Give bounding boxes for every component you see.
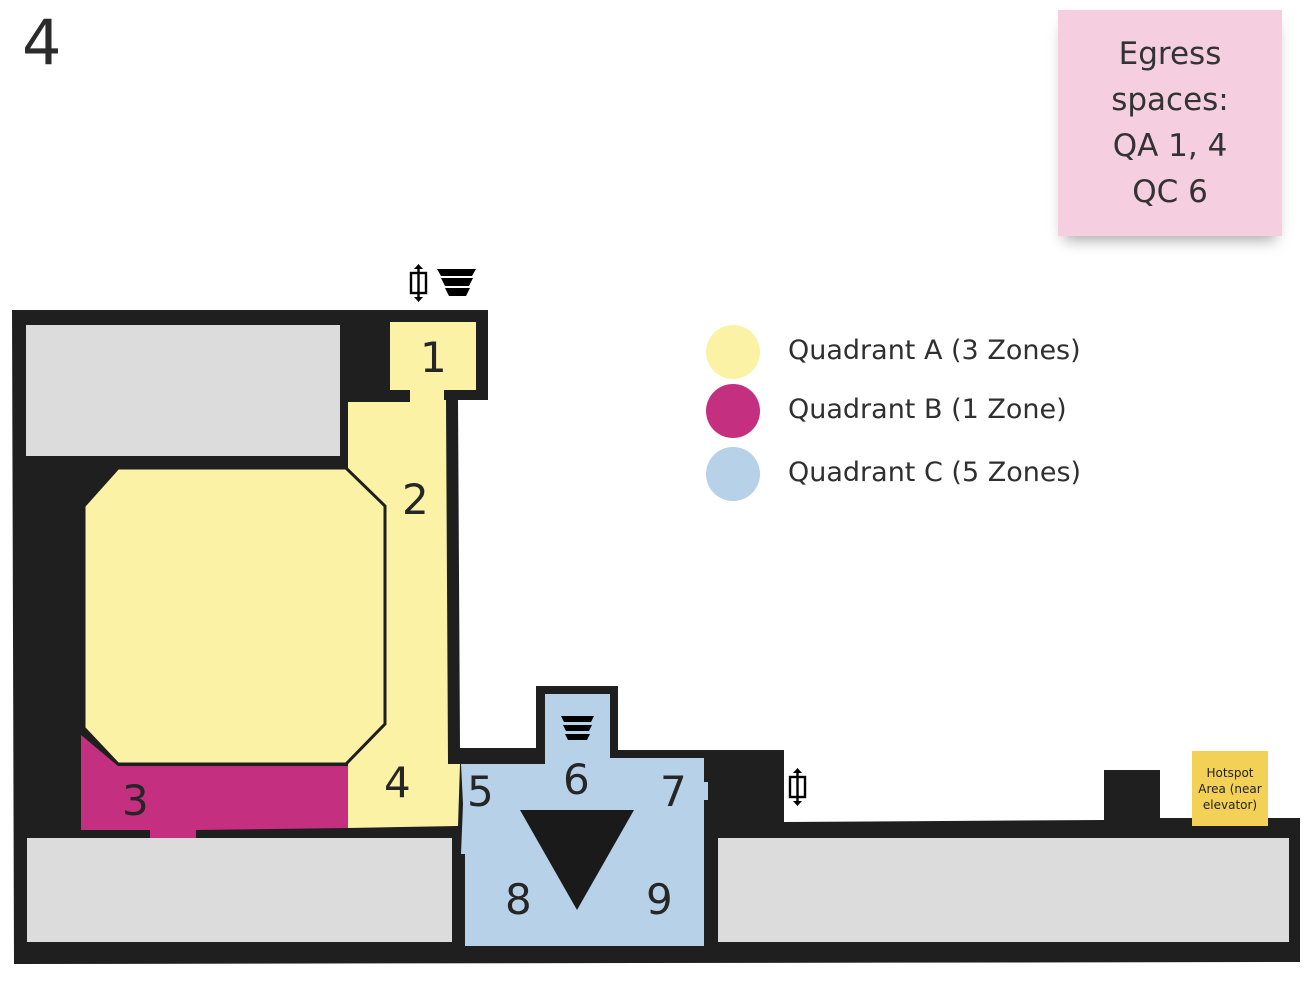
elevator-icon bbox=[788, 768, 807, 806]
legend-swatch bbox=[706, 384, 760, 438]
room-bottom-right bbox=[718, 838, 1289, 942]
egress-note-line: Egress bbox=[1118, 36, 1222, 72]
legend-item-quadrant-c: Quadrant C (5 Zones) bbox=[706, 447, 1126, 501]
stairs-icon bbox=[561, 716, 594, 740]
legend-swatch bbox=[706, 447, 760, 501]
hotspot-line: elevator) bbox=[1202, 797, 1258, 812]
room-top-left bbox=[26, 325, 340, 456]
legend-label: Quadrant A (3 Zones) bbox=[788, 335, 1081, 366]
legend-label: Quadrant B (1 Zone) bbox=[788, 394, 1067, 425]
zone-3-area bbox=[81, 735, 348, 838]
zone-8-label: 8 bbox=[505, 875, 532, 924]
zone-1-label: 1 bbox=[420, 333, 447, 382]
zone-4-label: 4 bbox=[384, 758, 411, 807]
elevator-icon bbox=[409, 264, 428, 302]
zone-7-label: 7 bbox=[660, 767, 687, 816]
egress-note-line: spaces: bbox=[1111, 82, 1229, 118]
octagon-room bbox=[82, 466, 387, 766]
down-triangle-icon bbox=[520, 810, 634, 910]
zone-6-label: 6 bbox=[563, 755, 590, 804]
legend-label: Quadrant C (5 Zones) bbox=[788, 457, 1082, 488]
zone-5-label: 5 bbox=[467, 767, 494, 816]
stairs-icon bbox=[437, 269, 476, 296]
legend-swatch bbox=[706, 325, 760, 379]
hotspot-line: Area (near bbox=[1198, 781, 1262, 796]
zone-9-label: 9 bbox=[646, 875, 673, 924]
legend-item-quadrant-a: Quadrant A (3 Zones) bbox=[706, 325, 1126, 379]
room-bottom-left bbox=[27, 838, 452, 942]
page-number: 4 bbox=[22, 6, 62, 79]
legend-item-quadrant-b: Quadrant B (1 Zone) bbox=[706, 384, 1126, 438]
zone-3-label: 3 bbox=[122, 776, 149, 825]
hotspot-note: Hotspot Area (near elevator) bbox=[1192, 751, 1268, 826]
egress-note-line: QA 1, 4 bbox=[1112, 128, 1228, 164]
egress-note-line: QC 6 bbox=[1132, 174, 1208, 210]
egress-note: Egress spaces: QA 1, 4 QC 6 bbox=[1058, 10, 1282, 236]
hotspot-line: Hotspot bbox=[1206, 765, 1254, 780]
zone-1-area bbox=[390, 322, 476, 402]
zone-2-label: 2 bbox=[402, 475, 429, 524]
